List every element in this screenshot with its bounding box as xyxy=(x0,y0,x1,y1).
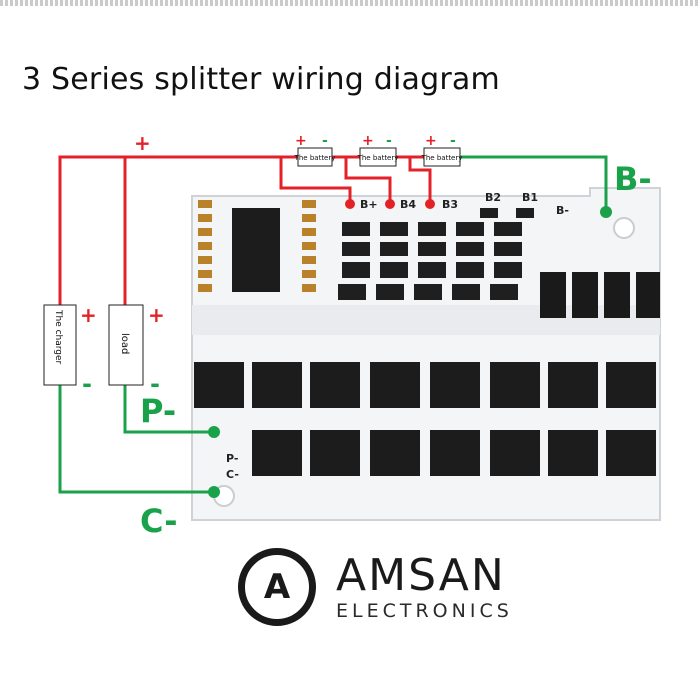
board-b-minus: B- xyxy=(556,204,569,217)
b3-pad xyxy=(425,199,435,209)
brand-name: AMSAN xyxy=(336,550,506,601)
battery-cell-2: The battery xyxy=(357,147,399,167)
main-positive-plus: + xyxy=(134,131,151,155)
charger-minus: - xyxy=(82,370,92,398)
battery-3-plus: + xyxy=(425,133,437,149)
charger-box: The charger xyxy=(43,304,77,386)
board-b3: B3 xyxy=(442,198,458,211)
battery-2-label: The battery xyxy=(357,154,399,162)
charger-negative-wire xyxy=(58,385,214,494)
battery-1-label: The battery xyxy=(294,154,336,162)
load-label: load xyxy=(119,333,130,354)
board-c-minus: C- xyxy=(226,468,239,481)
charger-label: The charger xyxy=(53,309,63,365)
cropped-top-strip xyxy=(0,0,700,6)
mosfet-array xyxy=(194,362,656,476)
logo-circle-icon xyxy=(238,548,316,626)
b-minus-terminal xyxy=(600,206,612,218)
battery-3-label: The battery xyxy=(421,154,463,162)
board-p-minus: P- xyxy=(226,452,238,465)
charger-plus: + xyxy=(80,303,97,327)
logo-letter: A xyxy=(263,567,291,607)
board-b-plus: B+ xyxy=(360,198,378,211)
diagram-title: 3 Series splitter wiring diagram xyxy=(22,62,500,97)
battery-negative-wire xyxy=(460,155,608,212)
b4-pad xyxy=(385,199,395,209)
p-minus-terminal xyxy=(208,426,220,438)
load-negative-wire xyxy=(123,385,214,434)
battery-1-plus: + xyxy=(295,133,307,149)
charger-positive-wire xyxy=(58,155,298,305)
b-plus-pad xyxy=(345,199,355,209)
c-minus-terminal xyxy=(208,486,220,498)
b1-sense-wire xyxy=(344,157,392,202)
battery-3-minus: - xyxy=(450,133,456,149)
board-b1: B1 xyxy=(522,191,538,204)
battery-cell-3: The battery xyxy=(421,147,463,167)
b2-sense-wire xyxy=(408,157,432,202)
controller-ic xyxy=(232,208,280,292)
load-box: load xyxy=(108,304,144,386)
battery-1-minus: - xyxy=(322,133,328,149)
b-minus-label: B- xyxy=(614,160,652,198)
p-minus-label: P- xyxy=(140,392,176,430)
brand-subtitle: ELECTRONICS xyxy=(336,600,513,622)
load-minus: - xyxy=(150,370,160,398)
load-plus: + xyxy=(148,303,165,327)
battery-2-minus: - xyxy=(386,133,392,149)
c-minus-label: C- xyxy=(140,502,178,540)
battery-2-plus: + xyxy=(362,133,374,149)
b-plus-sense-wire xyxy=(279,157,352,202)
amsan-logo: A AMSAN ELECTRONICS xyxy=(238,548,538,628)
board-b4: B4 xyxy=(400,198,416,211)
bms-board xyxy=(191,187,661,521)
board-b2: B2 xyxy=(485,191,501,204)
battery-cell-1: The battery xyxy=(294,147,336,167)
